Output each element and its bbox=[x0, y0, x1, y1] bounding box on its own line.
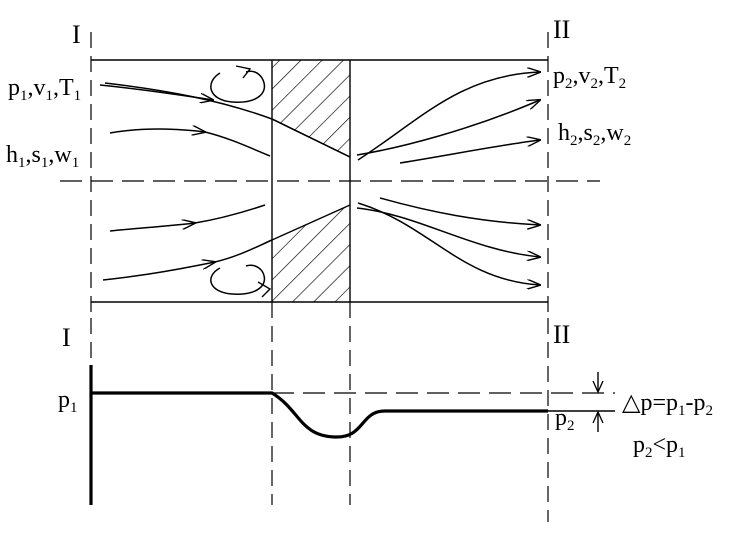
streamline-out-5 bbox=[356, 207, 540, 257]
streamline-top-outer-arrow bbox=[99, 84, 213, 100]
streamline-bottom-outer-arrow bbox=[102, 262, 215, 281]
delta-p-dimension bbox=[592, 372, 604, 432]
throttle-top bbox=[271, 60, 351, 158]
streamline-out-2 bbox=[356, 100, 540, 156]
p1-label: p1 bbox=[58, 387, 78, 416]
throttle-bottom bbox=[271, 204, 351, 302]
streamline-top-inner bbox=[204, 131, 271, 157]
streamline-top-inner-arrow bbox=[109, 129, 205, 133]
streamline-bottom-inner bbox=[194, 204, 266, 224]
streamline-bottom-inner-arrow bbox=[109, 223, 195, 232]
streamline-out-1 bbox=[357, 72, 540, 161]
inlet-state-row2: h1,s1,w1 bbox=[6, 142, 79, 171]
vortex-top bbox=[210, 65, 266, 103]
p2-label: p2 bbox=[555, 405, 575, 434]
outlet-state-row2: h2,s2,w2 bbox=[558, 120, 631, 149]
pressure-curve bbox=[91, 391, 548, 439]
section-label-ii-bottom: II bbox=[553, 320, 570, 349]
inlet-state-row1: p1,v1,T1 bbox=[8, 75, 81, 104]
section-label-i-bottom: I bbox=[62, 323, 71, 352]
section-label-i-top: I bbox=[72, 20, 81, 49]
streamline-out-6 bbox=[357, 202, 540, 285]
streamline-out-4 bbox=[379, 197, 540, 225]
outlet-state-row1: p2,v2,T2 bbox=[553, 63, 626, 92]
section-label-ii-top: II bbox=[553, 15, 570, 44]
streamline-bottom-outer bbox=[214, 239, 273, 263]
vortex-bottom bbox=[210, 264, 272, 298]
delta-p-formula: △p=p1-p2 bbox=[622, 390, 713, 419]
streamline-out-3 bbox=[399, 140, 540, 164]
p2-less-than-p1: p2<p1 bbox=[633, 432, 686, 461]
